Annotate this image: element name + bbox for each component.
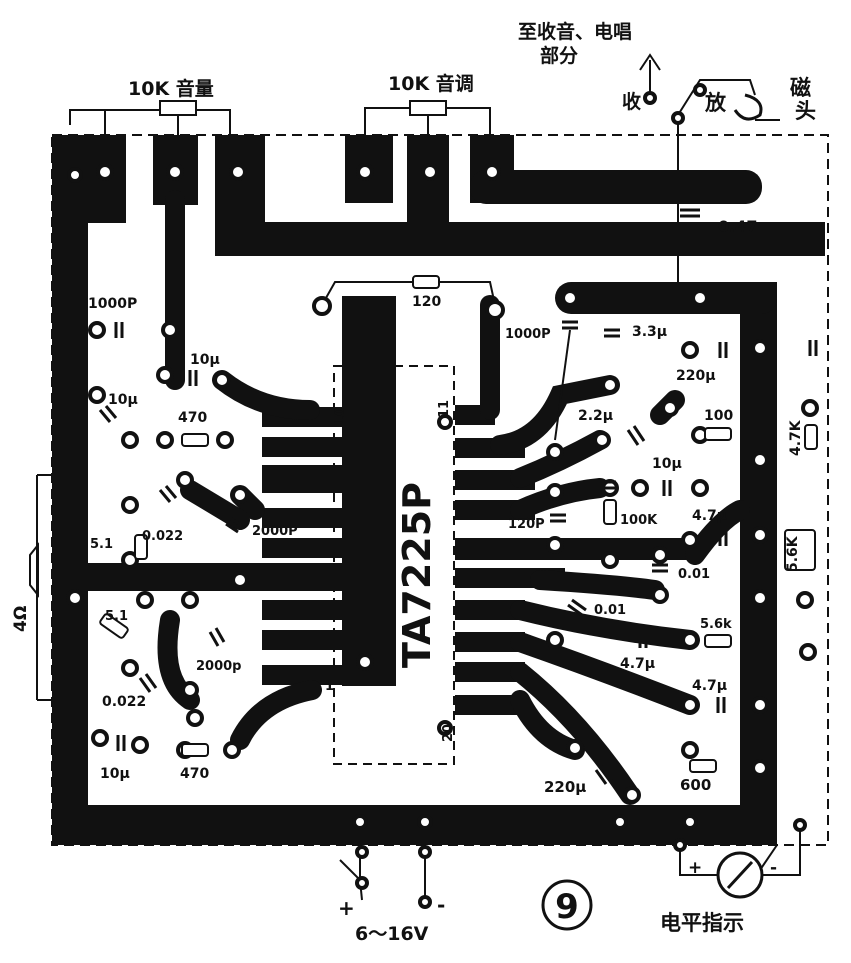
section-label: 部分: [540, 44, 578, 67]
resistors: [99, 275, 818, 773]
cap-220u-bottom-label: 220μ: [544, 778, 586, 796]
volume-pot: [159, 100, 197, 116]
level-meter-icon: [716, 851, 764, 899]
res-56k-label: 5.6K: [785, 535, 801, 572]
res-100-label: 100: [704, 408, 733, 424]
ic-heatsink-tab: [342, 296, 396, 686]
cap-0022-a-label: 0.022: [142, 529, 183, 544]
power-minus: -: [437, 893, 445, 917]
ic-name: TA7225P: [395, 482, 439, 668]
destination-label: 至收音、电唱: [518, 20, 632, 43]
res-51-a-label: 5.1: [90, 537, 113, 552]
solder-pads: [66, 83, 819, 909]
res-100k-label: 100K: [620, 513, 658, 528]
cap-220u-top-label: 220μ: [676, 368, 716, 384]
cap-2000p-b-label: 2000p: [196, 659, 242, 674]
res-51-b-label: 5.1: [105, 609, 128, 624]
cap-1000p-right-label: 1000P: [505, 327, 551, 342]
cap-47u-c-label: 4.7μ: [692, 678, 727, 694]
cap-1000p-left-label: 1000P: [88, 296, 137, 312]
ic-right-pins: [455, 405, 695, 715]
meter-plus: +: [688, 858, 702, 878]
volume-label: 10K 音量: [128, 77, 214, 100]
power-plus: +: [338, 896, 355, 920]
magnetic-head-icon: [733, 93, 763, 121]
res-120-label: 120: [412, 294, 441, 310]
ic-region: [333, 296, 455, 765]
res-47k-label: 4.7K: [788, 419, 804, 456]
ic-pin1: 1: [325, 679, 334, 694]
head-label: 头: [795, 99, 816, 123]
figure-number: 9: [555, 887, 579, 927]
ic-pin10: 10: [333, 407, 348, 425]
cap-001-b-label: 0.01: [594, 603, 626, 618]
receive-label: 收: [622, 90, 641, 113]
ic-left-pins: [262, 407, 342, 685]
capacitors: [98, 208, 818, 785]
cap-10u-a-label: 10μ: [190, 352, 220, 368]
cap-22u-label: 2.2μ: [578, 408, 613, 424]
cap-10u-b-label: 10μ: [108, 392, 138, 408]
cap-33u-label: 3.3μ: [632, 324, 667, 340]
cap-10u-bottom-label: 10μ: [100, 766, 130, 782]
cap-0022-b-label: 0.022: [102, 694, 146, 710]
cap-047-label: 0.47: [718, 217, 757, 236]
cap-2000p-a-label: 2000P: [252, 524, 298, 539]
meter-minus: -: [770, 858, 777, 878]
play-label: 放: [704, 91, 727, 115]
wires: [29, 53, 801, 905]
cap-10u-right-label: 10μ: [652, 456, 682, 472]
speaker-label: 4Ω: [11, 606, 31, 632]
cap-47u-a-label: 4.7μ: [692, 508, 727, 524]
ic-outline: [333, 365, 455, 765]
res-470-top-label: 470: [178, 410, 207, 426]
cap-120p-label: 120P: [508, 517, 545, 532]
cap-47u-b-label: 4.7μ: [620, 656, 655, 672]
res-600-label: 600: [680, 776, 711, 794]
ic-pin20: 20: [441, 724, 456, 742]
magnetic-label: 磁: [790, 76, 811, 100]
meter-label: 电平指示: [660, 911, 744, 935]
cap-001-a-label: 0.01: [678, 567, 710, 582]
res-470-bottom-label: 470: [180, 766, 209, 782]
tone-label: 10K 音调: [388, 72, 474, 95]
tone-pot: [409, 100, 447, 116]
power-voltage: 6～16V: [355, 923, 429, 945]
res-56k-small-label: 5.6k: [700, 617, 732, 632]
figure-badge: 9: [541, 879, 593, 931]
ic-pin11: 11: [437, 400, 452, 418]
